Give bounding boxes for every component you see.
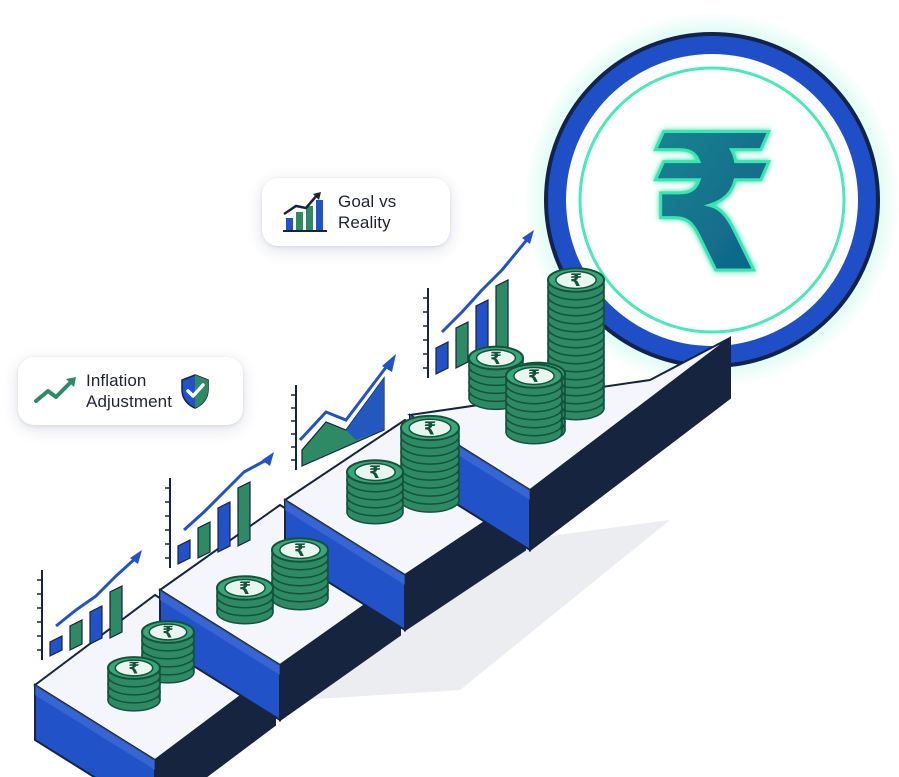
- step-lip: [35, 685, 155, 770]
- rupee-coin-symbol: ₹: [239, 579, 251, 599]
- rupee-coin-symbol: ₹: [528, 367, 540, 387]
- rupee-coin-symbol: ₹: [128, 659, 139, 678]
- chart-bar: [109, 585, 123, 639]
- coin-stack: ₹: [107, 656, 161, 712]
- trend-up-arrow-icon: [34, 377, 76, 403]
- coin-face: [408, 418, 452, 438]
- rupee-coin-symbol: ₹: [424, 418, 437, 439]
- coin-face: [513, 366, 555, 386]
- trend-arrow-head: [522, 230, 534, 244]
- chart-bar: [89, 605, 103, 645]
- big-rupee-coin: ₹: [524, 12, 899, 388]
- growth-chart: [37, 550, 142, 660]
- coin-face: [354, 462, 396, 482]
- rupee-coin-symbol: ₹: [294, 541, 306, 561]
- goal-line2: Reality: [338, 213, 391, 232]
- coin-face: [224, 578, 266, 598]
- chart-bar: [435, 341, 449, 375]
- area-growth-chart: [291, 354, 396, 470]
- inflation-line2: Adjustment: [86, 392, 173, 411]
- coin-face: [279, 540, 321, 560]
- trend-arrow-line: [182, 456, 271, 532]
- trend-arrow-line: [298, 361, 392, 442]
- chart-bar: [69, 619, 83, 651]
- chart-area-alt: [346, 378, 384, 440]
- charts-and-coins: ₹₹₹₹₹₹₹₹₹₹₹: [37, 230, 605, 712]
- trend-arrow-head: [130, 550, 142, 564]
- trend-arrow-head: [262, 452, 274, 466]
- rupee-coin-symbol: ₹: [490, 348, 502, 368]
- inflation-adjustment-card: Inflation Adjustment: [18, 357, 243, 425]
- coin-stack: ₹: [400, 414, 460, 513]
- coin-face: [555, 270, 597, 290]
- chart-bar: [455, 321, 469, 369]
- trend-arrow-head: [382, 354, 396, 372]
- chart-bar: [495, 279, 509, 357]
- step-lip: [160, 590, 280, 675]
- rupee-coin-symbol: ₹: [369, 463, 381, 483]
- bar-chart-growth-icon: [283, 192, 327, 232]
- growth-chart: [165, 452, 274, 568]
- coin-stack: ₹: [141, 620, 195, 684]
- chart-bar: [197, 521, 211, 559]
- chart-bar: [177, 539, 191, 565]
- coin-face: [114, 659, 154, 677]
- coin-face: [475, 349, 517, 367]
- goal-line1: Goal vs: [338, 192, 397, 211]
- coin-face: [148, 623, 188, 641]
- inflation-line1: Inflation: [86, 371, 147, 390]
- rupee-coin-symbol: ₹: [162, 623, 173, 642]
- big-rupee-symbol: ₹: [646, 94, 778, 315]
- coin-stack: ₹: [505, 363, 563, 445]
- step-lip: [285, 500, 405, 585]
- coin-stack: ₹: [346, 459, 404, 525]
- trend-arrow-line: [440, 235, 532, 334]
- floor-shadow: [300, 520, 670, 700]
- shield-check-icon: [181, 374, 209, 409]
- goal-vs-reality-card: Goal vs Reality: [262, 178, 450, 246]
- chart-bar: [237, 481, 251, 547]
- chart-bar: [217, 501, 231, 553]
- coin-stack: ₹: [216, 575, 274, 625]
- growth-chart: [423, 230, 534, 378]
- coin-stack: ₹: [271, 537, 329, 611]
- rupee-coin-symbol: ₹: [570, 271, 582, 291]
- chart-bar: [49, 635, 63, 657]
- trend-arrow-line: [55, 554, 140, 628]
